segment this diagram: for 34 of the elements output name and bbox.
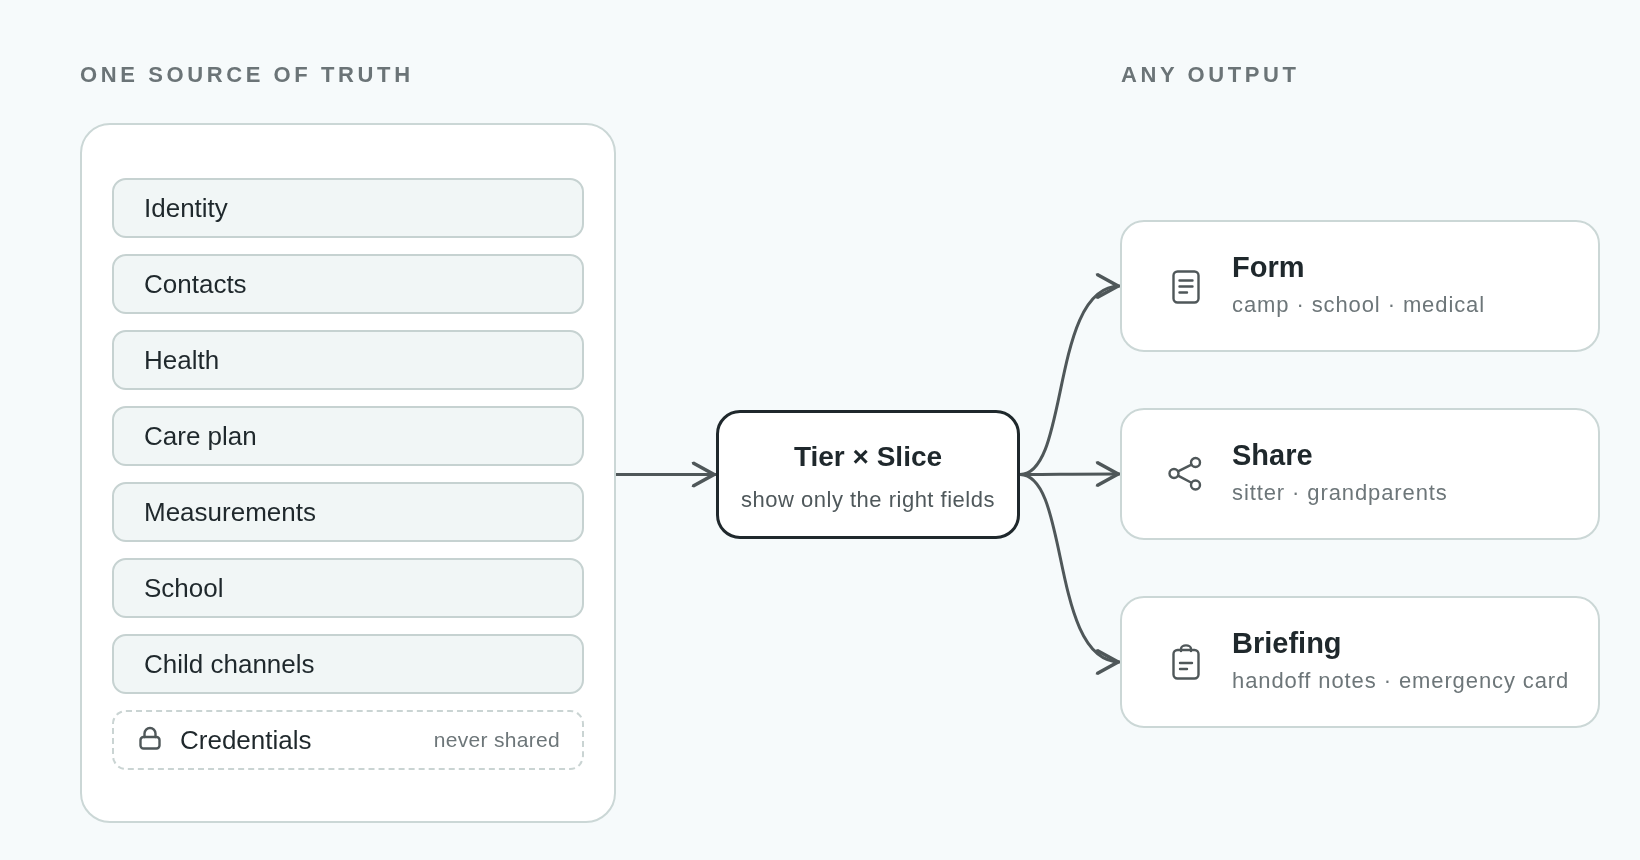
row-label: Health: [144, 345, 220, 375]
note-text: never shared: [433, 727, 560, 753]
card-title: Briefing: [1232, 626, 1342, 660]
row-label: Care plan: [144, 421, 257, 451]
data-panel: [80, 123, 616, 823]
category-row: [112, 634, 584, 694]
arrow: [1019, 473, 1121, 676]
row-label: Identity: [144, 193, 228, 223]
category-row: [112, 254, 584, 314]
card-title: Form: [1232, 250, 1305, 284]
output-card: [1120, 220, 1600, 352]
output-card: [1120, 408, 1600, 540]
category-row: [112, 558, 584, 618]
category-row: [112, 482, 584, 542]
section-heading: ONE SOURCE OF TRUTH: [80, 62, 414, 88]
box-title: Tier × Slice: [793, 440, 943, 474]
row-label: Child channels: [144, 649, 315, 679]
filter-box: [716, 410, 1020, 539]
card-subtitle: camp · school · medical: [1232, 291, 1485, 319]
section-heading: ANY OUTPUT: [1121, 62, 1300, 88]
card-title: Share: [1232, 438, 1313, 472]
row-label: Measurements: [144, 497, 316, 527]
arrow: [616, 461, 716, 488]
row-label: Contacts: [144, 269, 247, 299]
card-subtitle: sitter · grandparents: [1232, 479, 1448, 507]
category-row: [112, 178, 584, 238]
row-label: Credentials: [180, 725, 312, 755]
card-subtitle: handoff notes · emergency card: [1232, 667, 1570, 695]
category-row: [112, 406, 584, 466]
row-label: School: [144, 573, 224, 603]
category-row: [112, 330, 584, 390]
box-subtitle: show only the right fields: [741, 486, 995, 514]
output-card: [1120, 596, 1600, 728]
locked-row: [112, 710, 584, 770]
